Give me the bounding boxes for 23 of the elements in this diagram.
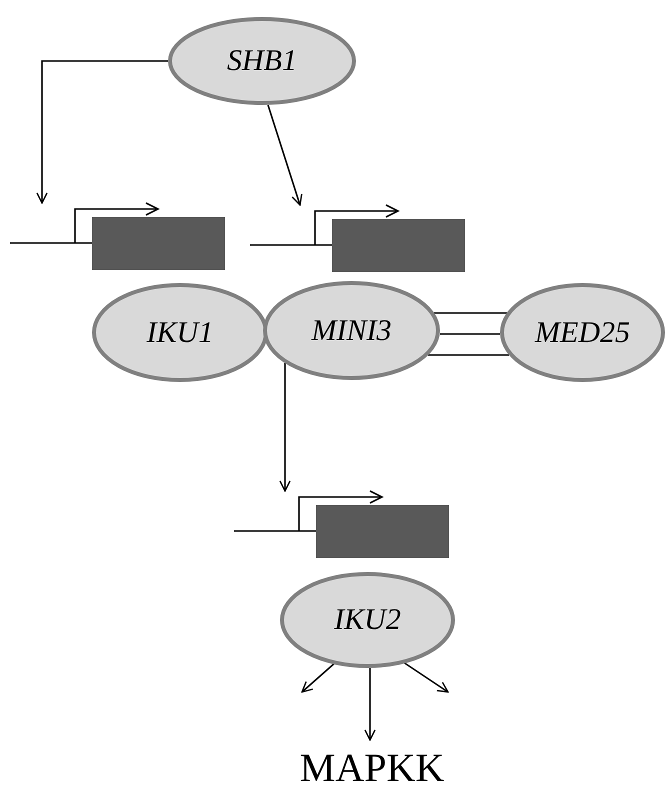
gene-ellipse	[263, 281, 440, 380]
arrow	[267, 104, 302, 206]
protein-label: MAPKK	[300, 744, 444, 791]
gene-drawing	[10, 203, 226, 271]
connector-line	[440, 333, 500, 335]
gene-name: MED25	[535, 316, 630, 350]
arrow	[301, 661, 337, 693]
gene-ellipse	[500, 283, 665, 382]
gene-name: IKU2	[334, 603, 401, 637]
arrow	[364, 668, 376, 741]
gene-ellipse	[168, 17, 356, 105]
gene-ellipse	[280, 572, 455, 668]
gene-name: MINI3	[312, 314, 392, 348]
arrow	[36, 60, 168, 204]
gene-ellipse	[92, 283, 268, 382]
arrow	[402, 661, 449, 693]
gene-drawing	[234, 491, 450, 559]
gene-name: SHB1	[227, 44, 297, 78]
arrow	[279, 363, 291, 492]
gene-name: IKU1	[146, 316, 214, 350]
gene-drawing	[250, 205, 466, 273]
connector-line	[428, 354, 509, 356]
connector-line	[434, 312, 507, 314]
